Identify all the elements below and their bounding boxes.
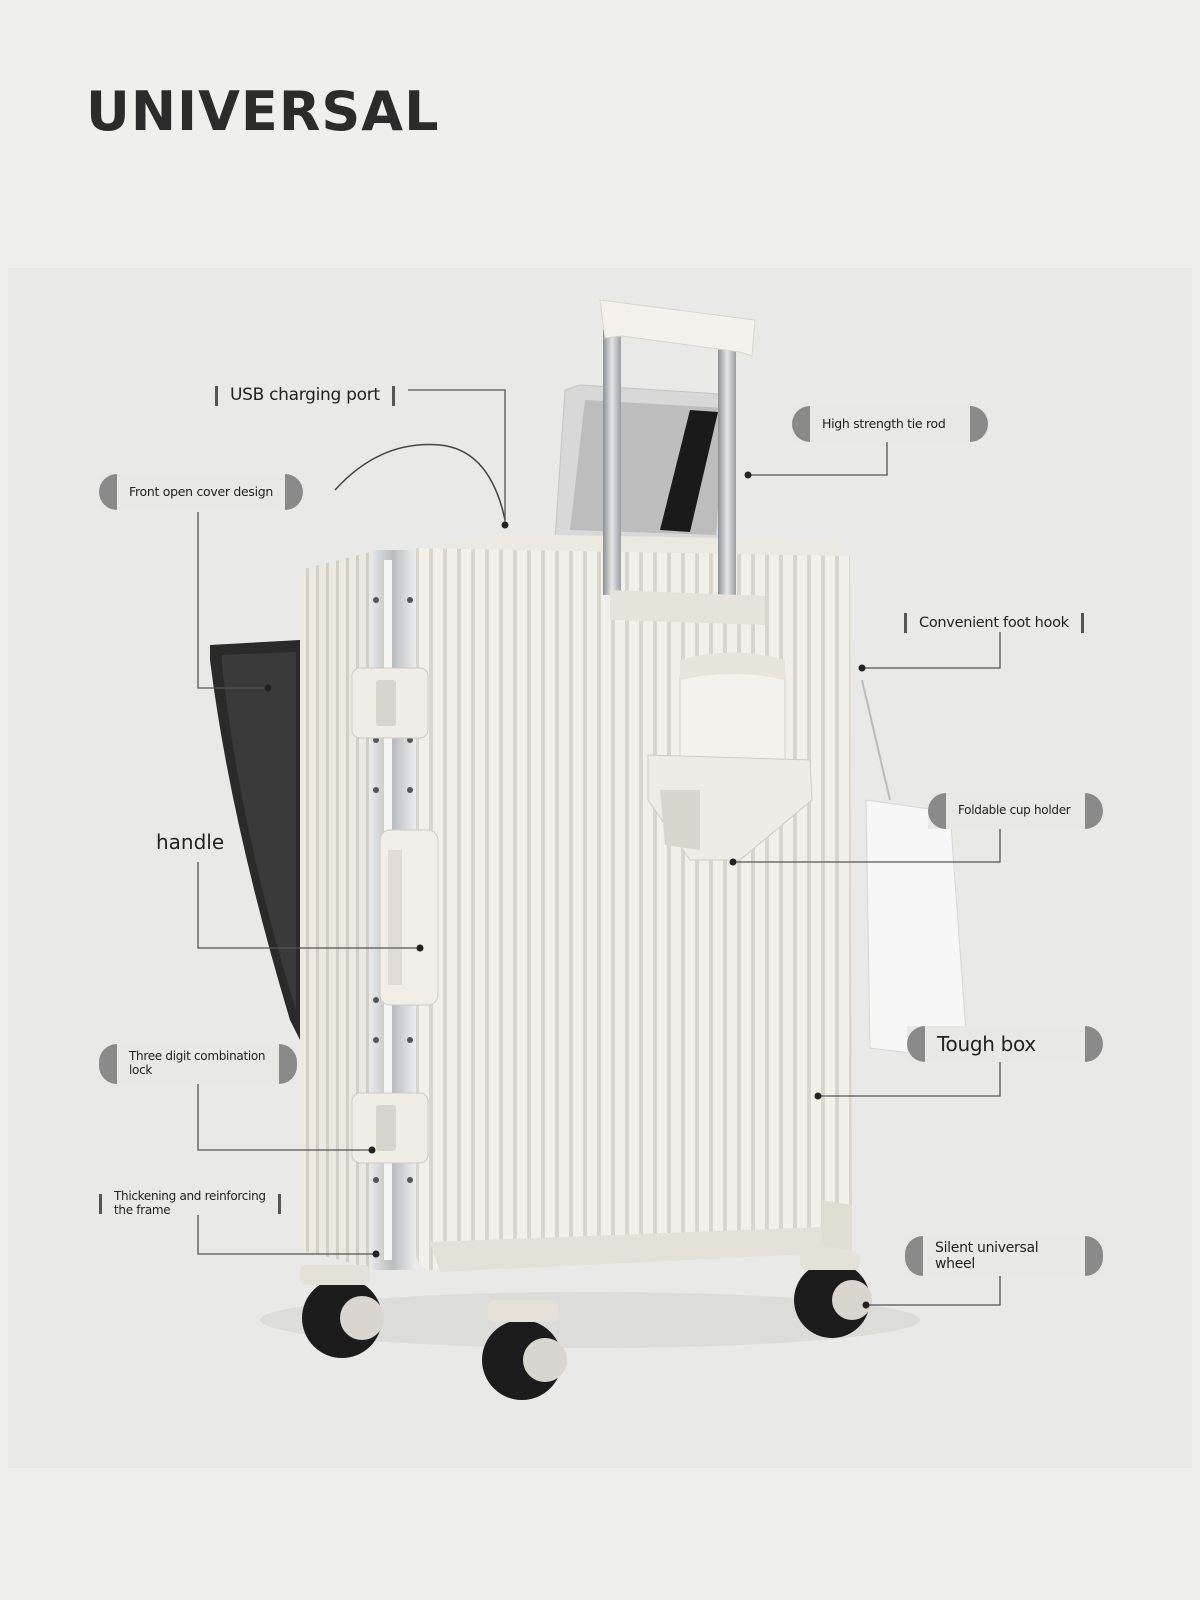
frame-label-line1: Thickening and reinforcing bbox=[114, 1189, 266, 1204]
tough-box-label: Tough box bbox=[937, 1031, 1036, 1056]
trolley-rod-left bbox=[603, 330, 621, 595]
lock-label-line2: lock bbox=[129, 1063, 153, 1077]
wheel-label-line1: Silent universal bbox=[935, 1239, 1039, 1256]
suitcase-shell bbox=[416, 548, 852, 1270]
wheel-label-line2: wheel bbox=[935, 1256, 975, 1272]
tie-rod-label: High strength tie rod bbox=[822, 415, 946, 431]
lock-label-line1: Three digit combination bbox=[129, 1049, 266, 1064]
floor-shadow bbox=[260, 1292, 920, 1348]
callout-reinforced-frame: Thickening and reinforcing the frame bbox=[99, 1184, 281, 1224]
wheels bbox=[300, 1252, 872, 1400]
callout-tough-box: Tough box bbox=[907, 1026, 1103, 1062]
leader-lines bbox=[197, 389, 1001, 1306]
trolley-grip bbox=[599, 299, 756, 357]
callout-combination-lock: Three digit combination lock bbox=[99, 1044, 297, 1084]
trolley-rod-right bbox=[718, 345, 736, 595]
handle-label: handle bbox=[156, 830, 225, 854]
callout-tie-rod: High strength tie rod bbox=[792, 406, 988, 442]
callout-usb-charging-port: USB charging port bbox=[215, 378, 395, 414]
callout-foot-hook: Convenient foot hook bbox=[904, 605, 1084, 641]
foot-hook-label: Convenient foot hook bbox=[919, 614, 1069, 631]
callout-cup-holder: Foldable cup holder bbox=[928, 793, 1103, 829]
callout-front-cover: Front open cover design bbox=[99, 474, 304, 510]
callout-silent-wheel: Silent universal wheel bbox=[905, 1236, 1103, 1276]
frame-label-line2: the frame bbox=[114, 1203, 171, 1217]
usb-label: USB charging port bbox=[230, 385, 380, 406]
brand-logo: UNIVERSAL bbox=[86, 80, 440, 143]
shopping-bag bbox=[865, 799, 969, 1061]
cup-holder-label: Foldable cup holder bbox=[958, 803, 1071, 818]
front-cover-label: Front open cover design bbox=[129, 483, 274, 499]
